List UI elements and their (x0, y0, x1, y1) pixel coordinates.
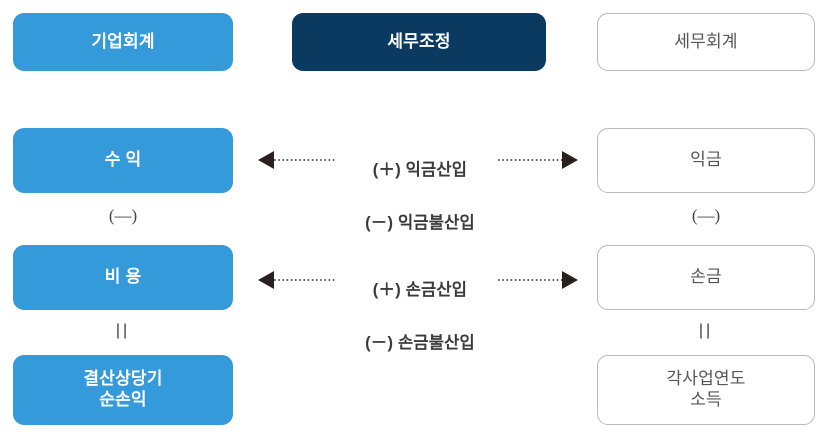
left-operator-equals: || (115, 322, 131, 339)
income-adjustment-arrows (258, 151, 578, 169)
expense-adjustment-arrows (258, 271, 578, 289)
income-adjustment-sub: (－) 익금불산입 (365, 214, 475, 233)
expense-adjustment-add: (＋) 손금산입 (372, 280, 468, 299)
right-box-annual-income: 각사업연도 소득 (597, 355, 815, 425)
income-adjustment-add: (＋) 익금산입 (372, 160, 468, 179)
income-adjustment-label: (＋) 익금산입 (－) 익금불산입 (316, 130, 524, 264)
right-box-deductible-expense: 손금 (597, 245, 815, 310)
left-box-net-income: 결산상당기 순손익 (13, 355, 233, 425)
left-box-revenue: 수 익 (13, 128, 233, 193)
right-box-gross-income: 익금 (597, 128, 815, 193)
arrow-head-right-expense (562, 271, 578, 289)
header-box-corporate-accounting: 기업회계 (13, 13, 233, 71)
right-operator-equals: || (698, 322, 714, 339)
arrow-head-left-income (258, 151, 274, 169)
header-box-tax-accounting: 세무회계 (597, 13, 815, 71)
expense-adjustment-label: (＋) 손금산입 (－) 손금불산입 (316, 250, 524, 384)
expense-adjustment-sub: (－) 손금불산입 (365, 334, 475, 353)
arrow-head-right-income (562, 151, 578, 169)
left-box-expense: 비 용 (13, 245, 233, 310)
header-box-tax-adjustment: 세무조정 (292, 13, 546, 71)
right-operator-minus: (—) (691, 206, 721, 225)
left-operator-minus: (—) (108, 206, 138, 225)
arrow-head-left-expense (258, 271, 274, 289)
